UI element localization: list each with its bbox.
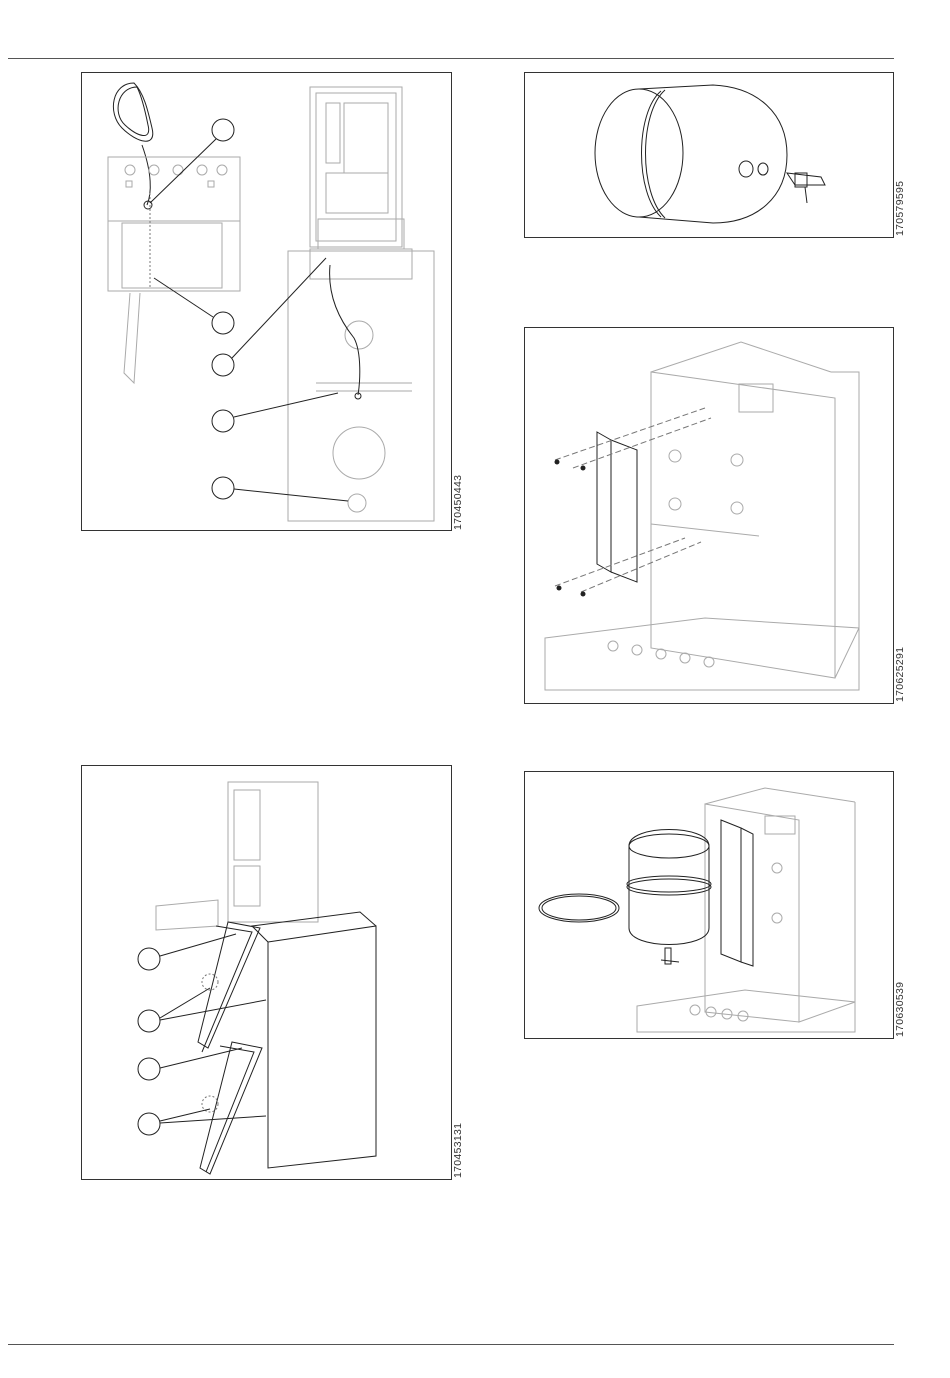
figure-1-drawing: [82, 73, 451, 530]
figure-4-drawing: [82, 766, 451, 1179]
figure-1-code: 170450443: [452, 475, 464, 530]
figure-3: [524, 327, 894, 704]
figure-2-code: 170579595: [894, 181, 906, 236]
footer-rule: [8, 1344, 894, 1345]
header-rule: [8, 58, 894, 59]
figure-5-drawing: [525, 772, 893, 1038]
figure-2-drawing: [525, 73, 893, 237]
figure-2: [524, 72, 894, 238]
figure-3-code: 170625291: [894, 647, 906, 702]
figure-4-code: 170453131: [452, 1123, 464, 1178]
figure-5: [524, 771, 894, 1039]
figure-5-code: 170630539: [894, 982, 906, 1037]
figure-4: [81, 765, 452, 1180]
figure-3-drawing: [525, 328, 893, 703]
figure-1: [81, 72, 452, 531]
